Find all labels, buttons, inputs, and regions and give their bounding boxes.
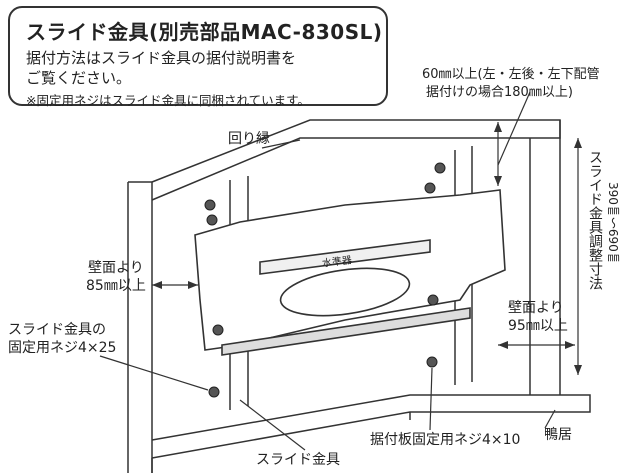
label-top-clearance-2: 据付けの場合180㎜以上) xyxy=(426,85,573,100)
label-left-wall-2: 85㎜以上 xyxy=(86,278,146,294)
screw-icon xyxy=(427,294,439,306)
arrow-head xyxy=(498,341,508,349)
leader-top xyxy=(497,91,531,166)
label-mawaribuchi: 回り縁 xyxy=(228,131,270,147)
label-slide-screw-1: スライド金具の xyxy=(8,322,106,338)
arrow-head xyxy=(494,122,502,132)
leader-slide-screw xyxy=(99,355,209,391)
arrow-head xyxy=(188,281,198,289)
arrow-head xyxy=(574,365,582,375)
label-top-clearance-1: 60㎜以上(左・左後・左下配管 xyxy=(422,67,600,82)
screw-icon xyxy=(206,214,218,226)
screw-icon xyxy=(204,199,216,211)
leader-slide-bracket xyxy=(239,399,306,451)
leader-mount-screw xyxy=(429,367,433,431)
label-right-wall-1: 壁面より xyxy=(508,300,564,316)
screw-icon xyxy=(212,324,224,336)
note-box: スライド金具(別売部品MAC-830SL) 据付方法はスライド金具の据付説明書を… xyxy=(8,6,388,108)
lintel xyxy=(151,394,591,473)
label-left-wall-1: 壁面より xyxy=(88,260,144,276)
label-level: 水準器 xyxy=(321,255,353,270)
center-opening xyxy=(279,267,411,317)
note-line-2: ご覧ください。 xyxy=(26,69,132,87)
note-line-1: 据付方法はスライド金具の据付説明書を xyxy=(26,49,297,67)
arrow-head xyxy=(152,281,162,289)
bottom-rail xyxy=(221,307,471,356)
wall-frame xyxy=(127,181,153,473)
screw-icon xyxy=(426,356,438,368)
arrow-head xyxy=(494,176,502,186)
label-right-wall-2: 95㎜以上 xyxy=(508,318,568,334)
arrow-head xyxy=(574,138,582,148)
label-adjust-1: スライド金具調整寸法 xyxy=(587,150,603,290)
right-wall-edge xyxy=(529,120,561,395)
screw-icon xyxy=(434,162,446,174)
label-mount-screw: 据付板固定用ネジ4×10 xyxy=(370,432,521,448)
label-slide-bracket: スライド金具 xyxy=(256,452,340,468)
level-bar xyxy=(259,239,431,275)
leader-kamoi xyxy=(544,409,556,429)
screw-icon xyxy=(208,386,220,398)
label-adjust-2: 390㎜〜690㎜ xyxy=(606,182,620,264)
arrow-head xyxy=(565,341,575,349)
note-line-3: ※固定用ネジはスライド金具に同梱されています。 xyxy=(26,93,310,108)
leader-mawaribuchi xyxy=(261,139,301,149)
label-slide-screw-2: 固定用ネジ4×25 xyxy=(8,340,117,356)
screw-icon xyxy=(424,182,436,194)
label-kamoi: 鴨居 xyxy=(544,427,572,443)
note-title: スライド金具(別売部品MAC-830SL) xyxy=(26,20,383,44)
